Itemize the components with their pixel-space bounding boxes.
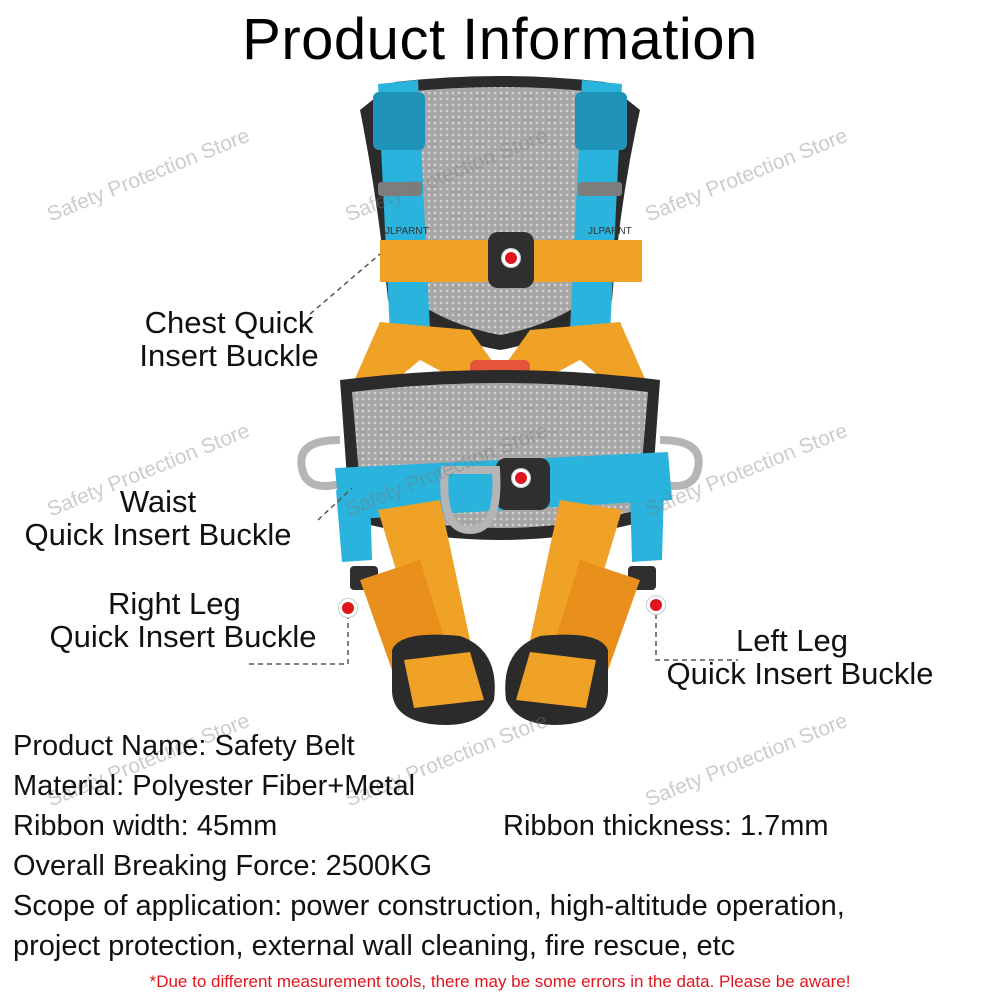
chest-buckle-callout: Chest Quick Insert Buckle [124, 306, 334, 372]
spec-material: Material: Polyester Fiber+Metal [13, 770, 416, 802]
left-leg-callout-line2: Quick Insert Buckle [666, 656, 934, 691]
waist-callout-line2: Quick Insert Buckle [24, 517, 292, 552]
spec-scope-line1: Scope of application: power construction… [13, 890, 845, 922]
left-leg-buckle-marker [647, 596, 665, 614]
measurement-disclaimer: *Due to different measurement tools, the… [149, 972, 851, 991]
chest-callout-line1: Chest Quick [144, 305, 314, 340]
chest-callout-line2: Insert Buckle [139, 338, 319, 373]
left-leg-buckle-callout: Left Leg Quick Insert Buckle [644, 624, 956, 690]
brand-label-left: JLPARNT [385, 226, 429, 237]
spec-ribbon-thickness: Ribbon thickness: 1.7mm [503, 810, 829, 842]
right-leg-buckle-callout: Right Leg Quick Insert Buckle [26, 587, 340, 653]
spec-ribbon-width: Ribbon width: 45mm [13, 810, 278, 842]
spec-product-name: Product Name: Safety Belt [13, 730, 355, 762]
brand-label-right: JLPARNT [588, 226, 632, 237]
waist-buckle-callout: Waist Quick Insert Buckle [2, 485, 314, 551]
left-leg-callout-line1: Left Leg [736, 623, 849, 658]
waist-buckle-marker [512, 469, 530, 487]
spec-breaking-force: Overall Breaking Force: 2500KG [13, 850, 433, 882]
right-leg-callout-line1: Right Leg [108, 586, 241, 621]
right-leg-callout-line2: Quick Insert Buckle [49, 619, 317, 654]
spec-scope-line2: project protection, external wall cleani… [13, 930, 736, 962]
waist-callout-line1: Waist [119, 484, 197, 519]
page-title: Product Information [242, 7, 758, 72]
right-leg-buckle-marker [339, 599, 357, 617]
chest-buckle-marker [502, 249, 520, 267]
